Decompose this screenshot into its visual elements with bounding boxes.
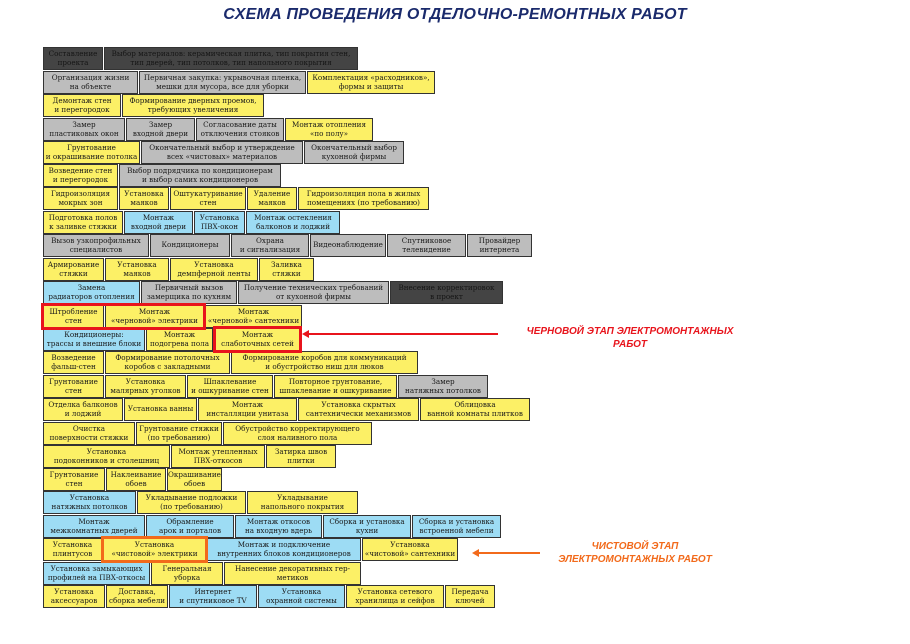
task-box: Сборка и установка встроенной мебели [412, 515, 501, 538]
task-box: Обрамление арок и порталов [146, 515, 234, 538]
task-box: Первичный вызов замерщика по кухням [141, 281, 237, 304]
task-box: Очистка поверхности стяжки [43, 422, 135, 445]
task-box: Подготовка полов к заливке стяжки [43, 211, 123, 234]
task-box: Укладывание напольного покрытия [247, 491, 358, 514]
task-box: Монтаж утепленных ПВХ-откосов [171, 445, 265, 468]
task-box: Монтаж межкомнатных дверей [43, 515, 145, 538]
task-box: Установка подоконников и столешниц [43, 445, 170, 468]
task-box: Замер входной двери [126, 118, 195, 141]
task-box: Армирование стяжки [43, 258, 104, 281]
task-box: Замена радиаторов отопления [43, 281, 140, 304]
task-box: Установка маяков [105, 258, 169, 281]
task-box: Установка «чистовой» электрики [103, 538, 206, 561]
task-box: Повторное грунтование, шпаклевание и ошк… [274, 375, 397, 398]
task-box: Оштукатуривание стен [170, 187, 246, 210]
task-box: Монтаж «черновой» электрики [105, 305, 204, 328]
task-box: Сборка и установка кухни [323, 515, 411, 538]
task-box: Монтаж остекления балконов и лоджий [246, 211, 340, 234]
task-box: Составление проекта [43, 47, 103, 70]
task-box: Облицовка ванной комнаты плитков [420, 398, 530, 421]
task-box: Установка «чистовой» сантехники [362, 538, 458, 561]
task-box: Формирование коробов для коммуникаций и … [231, 351, 418, 374]
task-box: Кондиционеры [150, 234, 230, 257]
task-box: Возведение стен и перегородок [43, 164, 118, 187]
task-box: Интернет и спутниковое TV [169, 585, 257, 608]
task-box: Нанесение декоративных гер- метиков [224, 562, 361, 585]
finish-stage-arrow-icon [472, 549, 540, 557]
task-box: Установка плинтусов [43, 538, 102, 561]
task-box: Монтаж подогрева пола [146, 328, 213, 351]
task-box: Окрашивание обоев [167, 468, 222, 491]
task-box: Установка ванны [124, 398, 197, 421]
task-box: Окончательный выбор и утверждение всех «… [141, 141, 303, 164]
task-box: Штробление стен [43, 305, 104, 328]
task-box: Провайдер интернета [467, 234, 532, 257]
task-box: Кондиционеры: трассы и внешние блоки [43, 328, 145, 351]
task-box: Видеонаблюдение [310, 234, 386, 257]
task-box: Согласование даты отключения стояков [196, 118, 284, 141]
task-box: Вызов узкопрофильных специалистов [43, 234, 149, 257]
task-box: Грунтование стен [43, 375, 104, 398]
task-box: Выбор материалов: керамическая плитка, т… [104, 47, 358, 70]
task-box: Установка маяков [119, 187, 169, 210]
task-box: Первичная закупка: укрывочная пленка, ме… [139, 71, 306, 94]
task-box: Грунтование стяжки (по требованию) [136, 422, 222, 445]
task-box: Замер натяжных потолков [398, 375, 488, 398]
task-box: Генеральная уборка [151, 562, 223, 585]
task-box: Организация жизни на объекте [43, 71, 138, 94]
task-box: Формирование дверных проемов, требующих … [122, 94, 264, 117]
task-box: Установка аксессуаров [43, 585, 105, 608]
task-box: Монтаж входной двери [124, 211, 193, 234]
task-box: Возведение фальш-стен [43, 351, 104, 374]
task-box: Монтаж откосов на входную вдерь [235, 515, 322, 538]
task-box: Грунтование стен [43, 468, 105, 491]
task-box: Получение технических требований от кухо… [238, 281, 389, 304]
rough-stage-arrow-icon [302, 330, 498, 338]
task-box: Установка демпферной ленты [170, 258, 258, 281]
task-box: Установка малярных уголков [105, 375, 186, 398]
task-box: Монтаж и подключение внутренних блоков к… [207, 538, 361, 561]
task-box: Установка охранной системы [258, 585, 345, 608]
task-box: Удаление маяков [247, 187, 297, 210]
task-box: Обустройство корректирующего слоя наливн… [223, 422, 372, 445]
task-box: Окончательный выбор кухонной фирмы [304, 141, 404, 164]
task-box: Выбор подрядчика по кондиционерам и выбо… [119, 164, 281, 187]
task-box: Установка сетевого хранилища и сейфов [346, 585, 444, 608]
rough-stage-annotation: ЧЕРНОВОЙ ЭТАП ЭЛЕКТРОМОНТАЖНЫХ РАБОТ [526, 326, 734, 350]
task-box: Замер пластиковых окон [43, 118, 125, 141]
task-box: Формирование потолочных коробов с заклад… [105, 351, 230, 374]
task-box: Гидроизоляция мокрых зон [43, 187, 118, 210]
task-box: Установка скрытых сантехнически механизм… [298, 398, 419, 421]
task-box: Спутниковое телевидение [387, 234, 466, 257]
task-box: Затирка швов плитки [266, 445, 336, 468]
task-box: Грунтование и окрашивание потолка [43, 141, 140, 164]
task-box: Демонтаж стен и перегородок [43, 94, 121, 117]
finish-stage-annotation: ЧИСТОВОЙ ЭТАП ЭЛЕКТРОМОНТАЖНЫХ РАБОТ [558, 541, 712, 565]
task-box: Шпаклевание и ошкуривание стен [187, 375, 273, 398]
task-box: Внесение корректировок в проект [390, 281, 503, 304]
task-box: Наклеивание обоев [106, 468, 166, 491]
task-box: Монтаж «черновой» сантехники [205, 305, 302, 328]
task-box: Гидроизоляция пола в жилых помещениях (п… [298, 187, 429, 210]
task-box: Доставка, сборка мебели [106, 585, 168, 608]
task-box: Монтаж инсталляции унитаза [198, 398, 297, 421]
task-box: Укладывание подложки (по требованию) [137, 491, 246, 514]
page-title: СХЕМА ПРОВЕДЕНИЯ ОТДЕЛОЧНО-РЕМОНТНЫХ РАБ… [223, 6, 687, 23]
task-box: Заливка стяжки [259, 258, 314, 281]
task-box: Передача ключей [445, 585, 495, 608]
task-box: Монтаж отопления «по полу» [285, 118, 373, 141]
task-box: Установка замыкающих профилей на ПВХ-отк… [43, 562, 150, 585]
task-box: Монтаж слаботочных сетей [214, 328, 301, 351]
task-box: Охрана и сигнализация [231, 234, 309, 257]
task-box: Установка ПВХ-окон [194, 211, 245, 234]
task-box: Комплектация «расходников», формы и защи… [307, 71, 435, 94]
task-box: Отделка балконов и лоджий [43, 398, 123, 421]
task-box: Установка натяжных потолков [43, 491, 136, 514]
